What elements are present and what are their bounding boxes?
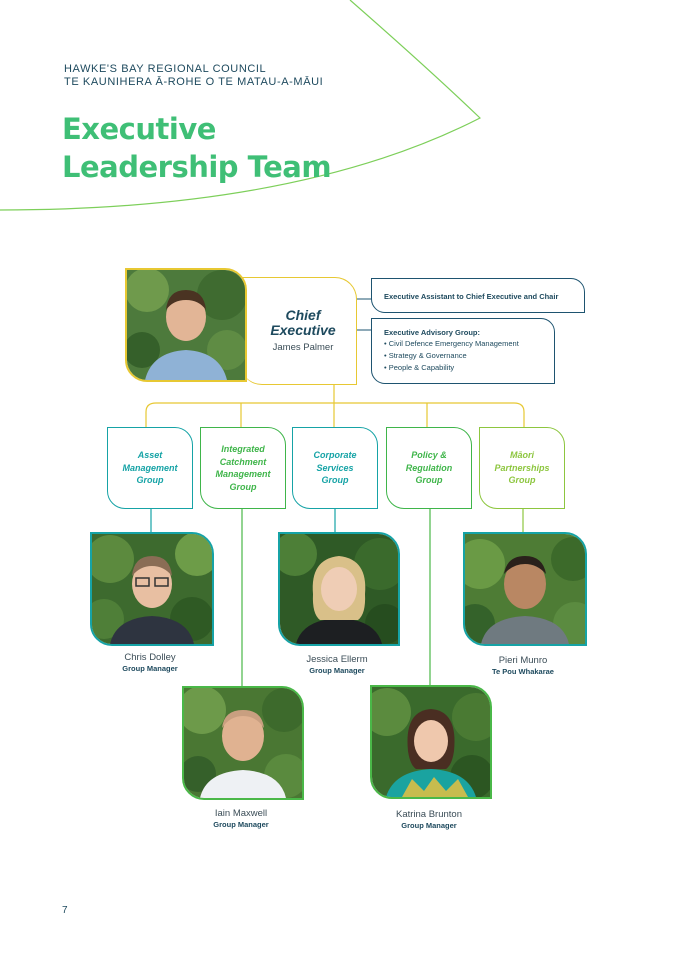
- executive-advisory-box: Executive Advisory Group: Civil Defence …: [371, 318, 555, 384]
- person-name: Iain Maxwell: [214, 808, 268, 819]
- chief-title-line2: Executive: [270, 322, 336, 338]
- advisory-item: Civil Defence Emergency Management: [384, 338, 519, 350]
- executive-assistant-box: Executive Assistant to Chief Executive a…: [371, 278, 585, 313]
- group-label-line: Group: [136, 475, 164, 486]
- person-role: Group Manager: [309, 666, 365, 675]
- group-label-line: Catchment: [219, 456, 267, 467]
- group-label-line: Corporate: [313, 450, 357, 461]
- person-iain-maxwell: Iain Maxwell Group Manager: [182, 808, 300, 830]
- org-name-maori: TE KAUNIHERA Ā-ROHE O TE MATAU-A-MĀUI: [64, 76, 324, 88]
- person-name: Katrina Brunton: [395, 809, 462, 820]
- person-katrina-brunton: Katrina Brunton Group Manager: [370, 809, 488, 831]
- person-role: Te Pou Whakarae: [492, 667, 554, 676]
- page-title-line2: Leadership Team: [62, 150, 332, 184]
- org-name-english: HAWKE'S BAY REGIONAL COUNCIL: [64, 63, 267, 75]
- group-label-line: Regulation: [405, 462, 453, 473]
- group-label-line: Integrated: [221, 444, 265, 454]
- group-label-line: Policy &: [411, 450, 447, 461]
- person-role: Group Manager: [122, 664, 178, 673]
- chief-name: James Palmer: [272, 342, 334, 353]
- group-label-line: Māori: [509, 450, 534, 461]
- person-name: Pieri Munro: [498, 655, 548, 666]
- group-label-line: Partnerships: [494, 462, 550, 473]
- group-label-line: Group: [229, 481, 257, 492]
- person-jessica-ellerm: Jessica Ellerm Group Manager: [278, 654, 396, 676]
- page-title-line1: Executive: [62, 112, 216, 146]
- chief-title-line1: Chief: [285, 307, 321, 323]
- iain-maxwell-photo: [182, 686, 304, 800]
- page-title: Executive Leadership Team: [62, 110, 332, 186]
- person-name: Jessica Ellerm: [306, 654, 368, 665]
- group-corporate-services: Corporate Services Group: [292, 427, 378, 509]
- advisory-item: Strategy & Governance: [384, 350, 519, 362]
- group-label-line: Group: [508, 475, 536, 486]
- katrina-brunton-photo: [370, 685, 492, 799]
- group-policy-regulation: Policy & Regulation Group: [386, 427, 472, 509]
- group-asset-management: Asset Management Group: [107, 427, 193, 509]
- chief-executive-box: Chief Executive James Palmer: [240, 277, 357, 385]
- advisory-list: Civil Defence Emergency Management Strat…: [384, 338, 519, 374]
- group-label-line: Group: [321, 475, 349, 486]
- advisory-heading: Executive Advisory Group:: [384, 328, 480, 337]
- advisory-item: People & Capability: [384, 362, 519, 374]
- group-label-line: Asset: [137, 450, 163, 461]
- person-role: Group Manager: [213, 820, 269, 829]
- group-integrated-catchment: Integrated Catchment Management Group: [200, 427, 286, 509]
- person-chris-dolley: Chris Dolley Group Manager: [90, 652, 210, 674]
- decorative-swoosh: [0, 0, 482, 211]
- person-role: Group Manager: [401, 821, 457, 830]
- person-pieri-munro: Pieri Munro Te Pou Whakarae: [463, 655, 583, 677]
- executive-assistant-label: Executive Assistant to Chief Executive a…: [384, 292, 559, 301]
- org-name: HAWKE'S BAY REGIONAL COUNCIL TE KAUNIHER…: [64, 63, 323, 89]
- group-label-line: Management: [122, 462, 178, 473]
- group-label-line: Services: [316, 462, 354, 473]
- group-label-line: Management: [215, 469, 271, 479]
- page-number: 7: [62, 905, 68, 916]
- chris-dolley-photo: [90, 532, 214, 646]
- group-maori-partnerships: Māori Partnerships Group: [479, 427, 565, 509]
- chief-executive-photo: [125, 268, 247, 382]
- jessica-ellerm-photo: [278, 532, 400, 646]
- pieri-munro-photo: [463, 532, 587, 646]
- person-name: Chris Dolley: [124, 652, 176, 663]
- group-label-line: Group: [415, 475, 443, 486]
